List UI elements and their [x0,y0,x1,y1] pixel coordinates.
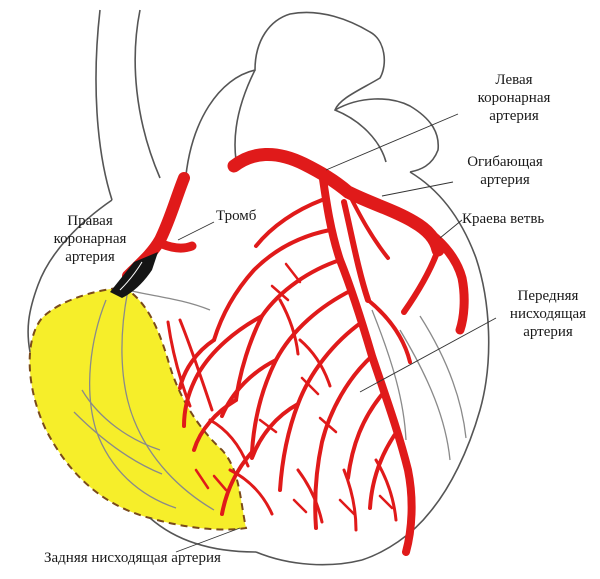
label-circumflex-artery: Огибающая артерия [453,153,557,189]
marginal-branch [401,247,441,315]
label-right-coronary-artery: Правая коронарная артерия [36,212,144,266]
diagonal-branch [341,199,371,303]
arteries [122,147,469,556]
circumflex-artery [409,217,469,335]
infarct-zone [28,286,248,531]
label-line: коронарная [477,90,551,106]
thrombus-occlusion [110,252,158,298]
label-line: артерия [523,324,573,340]
heart-outline [27,9,490,566]
thrombus-highlight [119,261,143,291]
label-line: Огибающая [467,154,543,170]
cardiac-veins [73,289,467,511]
label-line: нисходящая [509,306,587,322]
leader-lines [175,113,497,553]
label-line: Правая [67,213,113,229]
label-line: коронарная [53,231,127,247]
label-line: артерия [489,108,539,124]
label-anterior-descending-artery: Передняя нисходящая артерия [496,287,600,341]
label-left-coronary-artery: Левая коронарная артерия [458,71,570,125]
label-line: артерия [65,249,115,265]
label-line: Передняя [517,288,579,304]
label-marginal-branch: Краева ветвь [462,211,545,227]
rca-stub [157,239,197,253]
label-line: артерия [480,172,530,188]
label-thrombus: Тромб [216,208,257,224]
label-posterior-descending-artery: Задняя нисходящая артерия [44,550,221,566]
label-line: Левая [495,72,533,88]
